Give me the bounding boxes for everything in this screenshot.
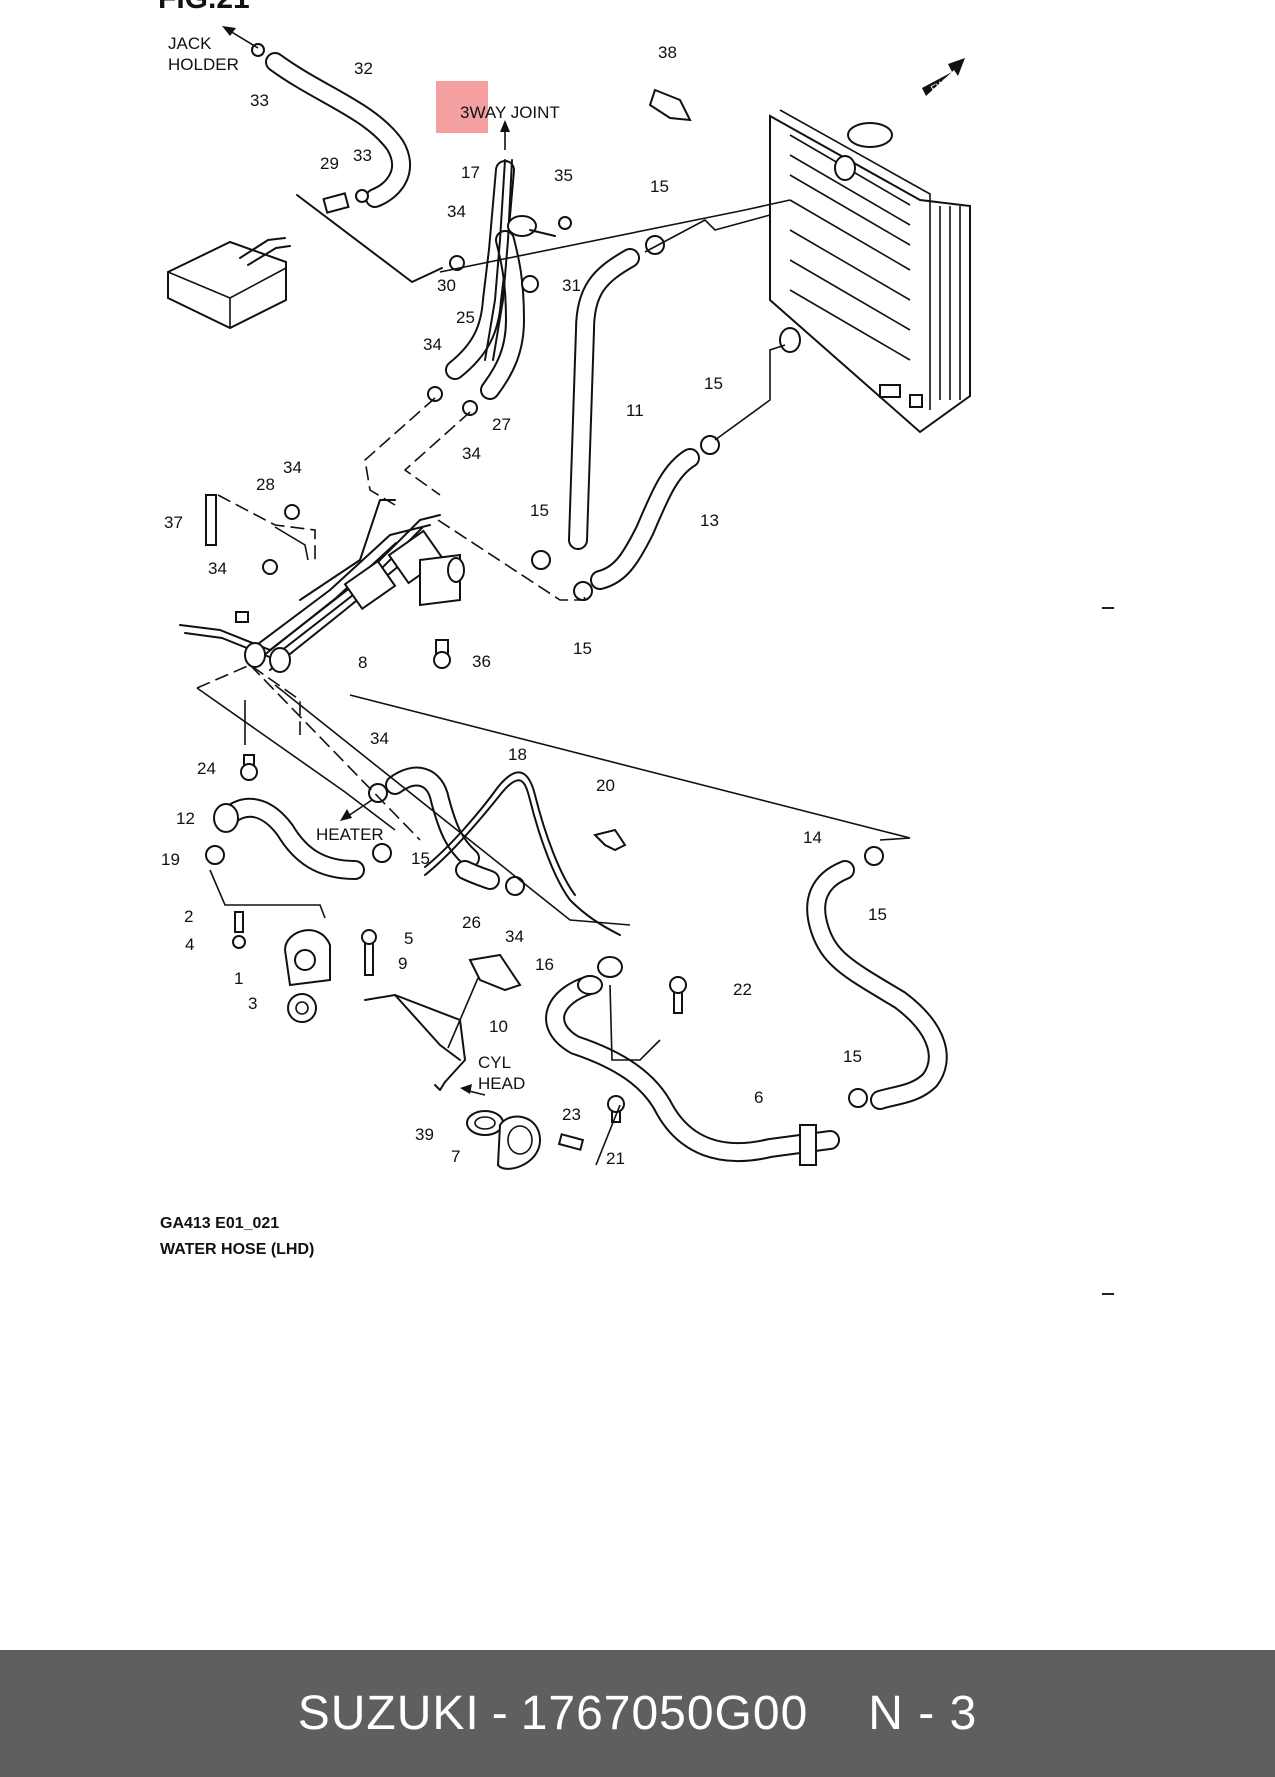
gasket-39 (466, 1110, 504, 1136)
callout: 15 (530, 501, 549, 520)
label-cyl-head-1: CYL (478, 1053, 511, 1072)
label-cyl-head-2: HEAD (478, 1074, 525, 1093)
callout: 15 (868, 905, 887, 924)
callout: 28 (256, 475, 275, 494)
footer-bar: SUZUKI - 1767050G00 N - 3 (0, 1650, 1275, 1777)
callout: 33 (250, 91, 269, 110)
callout: 6 (754, 1088, 763, 1107)
callout: 1 (234, 969, 243, 988)
leader-lines (196, 194, 911, 1166)
hose-12 (213, 797, 365, 880)
callout: 2 (184, 907, 193, 926)
fig-label: FIG.21 (158, 0, 250, 15)
callout: 15 (704, 374, 723, 393)
pipe-6 (545, 975, 840, 1166)
callout: 15 (650, 177, 669, 196)
hose-34-upper (385, 766, 480, 868)
callout: 17 (461, 163, 480, 182)
callout: 13 (700, 511, 719, 530)
footer-part-number: 1767050G00 (520, 1687, 809, 1740)
clamps-bolts (205, 43, 884, 1151)
callout: 5 (404, 929, 413, 948)
callout: 19 (161, 850, 180, 869)
callout: 39 (415, 1125, 434, 1144)
label-jack-holder-1: JACK (168, 34, 212, 53)
callout: 24 (197, 759, 216, 778)
heater-core (167, 237, 291, 330)
callout: 7 (451, 1147, 460, 1166)
callout: 20 (596, 776, 615, 795)
callout: 29 (320, 154, 339, 173)
callout: 30 (437, 276, 456, 295)
hose-13 (590, 448, 700, 590)
hose-11 (568, 248, 640, 550)
callout: 35 (554, 166, 573, 185)
label-3way-joint: 3WAY JOINT (460, 103, 560, 122)
callout: 36 (472, 652, 491, 671)
arrows (222, 26, 510, 1096)
callout: 15 (573, 639, 592, 658)
footer-brand: SUZUKI (297, 1687, 480, 1740)
callout: 34 (447, 202, 466, 221)
callout: 15 (843, 1047, 862, 1066)
footer-page-ref: N - 3 (868, 1687, 978, 1740)
callout: 32 (354, 59, 373, 78)
edge-mark (1102, 1293, 1114, 1295)
callout: 14 (803, 828, 822, 847)
diagram-code: GA413 E01_021 (160, 1215, 279, 1232)
callout: 34 (423, 335, 442, 354)
callout: 37 (164, 513, 183, 532)
edge-mark (1102, 607, 1114, 609)
callout: 27 (492, 415, 511, 434)
hose-32 (265, 52, 411, 208)
callout: 8 (358, 653, 367, 672)
callout: 22 (733, 980, 752, 999)
pipe-18 (424, 771, 621, 936)
callout: 15 (411, 849, 430, 868)
callout: 33 (353, 146, 372, 165)
radiator (769, 109, 971, 434)
callout: 9 (398, 954, 407, 973)
pipe-17 (484, 159, 556, 361)
hose-14 (806, 860, 948, 1110)
callout: 34 (283, 458, 302, 477)
callout: 34 (505, 927, 524, 946)
callout: 31 (562, 276, 581, 295)
footer-dash: - (491, 1687, 509, 1740)
callout: 26 (462, 913, 481, 932)
callout: 23 (562, 1105, 581, 1124)
label-jack-holder-2: HOLDER (168, 55, 239, 74)
callout: 18 (508, 745, 527, 764)
callout: 25 (456, 308, 475, 327)
callout: 16 (535, 955, 554, 974)
callout: 11 (626, 401, 644, 420)
water-pipe-assembly (179, 499, 465, 673)
bracket-9 (364, 994, 466, 1091)
footer-text: SUZUKI - 1767050G00 N - 3 (0, 1650, 1275, 1777)
callout: 38 (658, 43, 677, 62)
diagram-title: WATER HOSE (LHD) (160, 1241, 314, 1258)
callout: 12 (176, 809, 195, 828)
callout: 10 (489, 1017, 508, 1036)
callout: 34 (462, 444, 481, 463)
parts-diagram: FIG.21 FWD (158, 0, 971, 1258)
svg-text:FWD: FWD (929, 75, 954, 95)
flange-7 (496, 1115, 542, 1170)
callout: 21 (606, 1149, 625, 1168)
thermostat-housing (283, 929, 331, 1023)
callout: 34 (208, 559, 227, 578)
callout: 3 (248, 994, 257, 1013)
fwd-arrow-icon: FWD (922, 58, 965, 96)
hose-26 (455, 860, 500, 890)
label-heater: HEATER (316, 825, 384, 844)
callout: 4 (185, 935, 194, 954)
highlight-marker (436, 81, 488, 133)
callout: 34 (370, 729, 389, 748)
